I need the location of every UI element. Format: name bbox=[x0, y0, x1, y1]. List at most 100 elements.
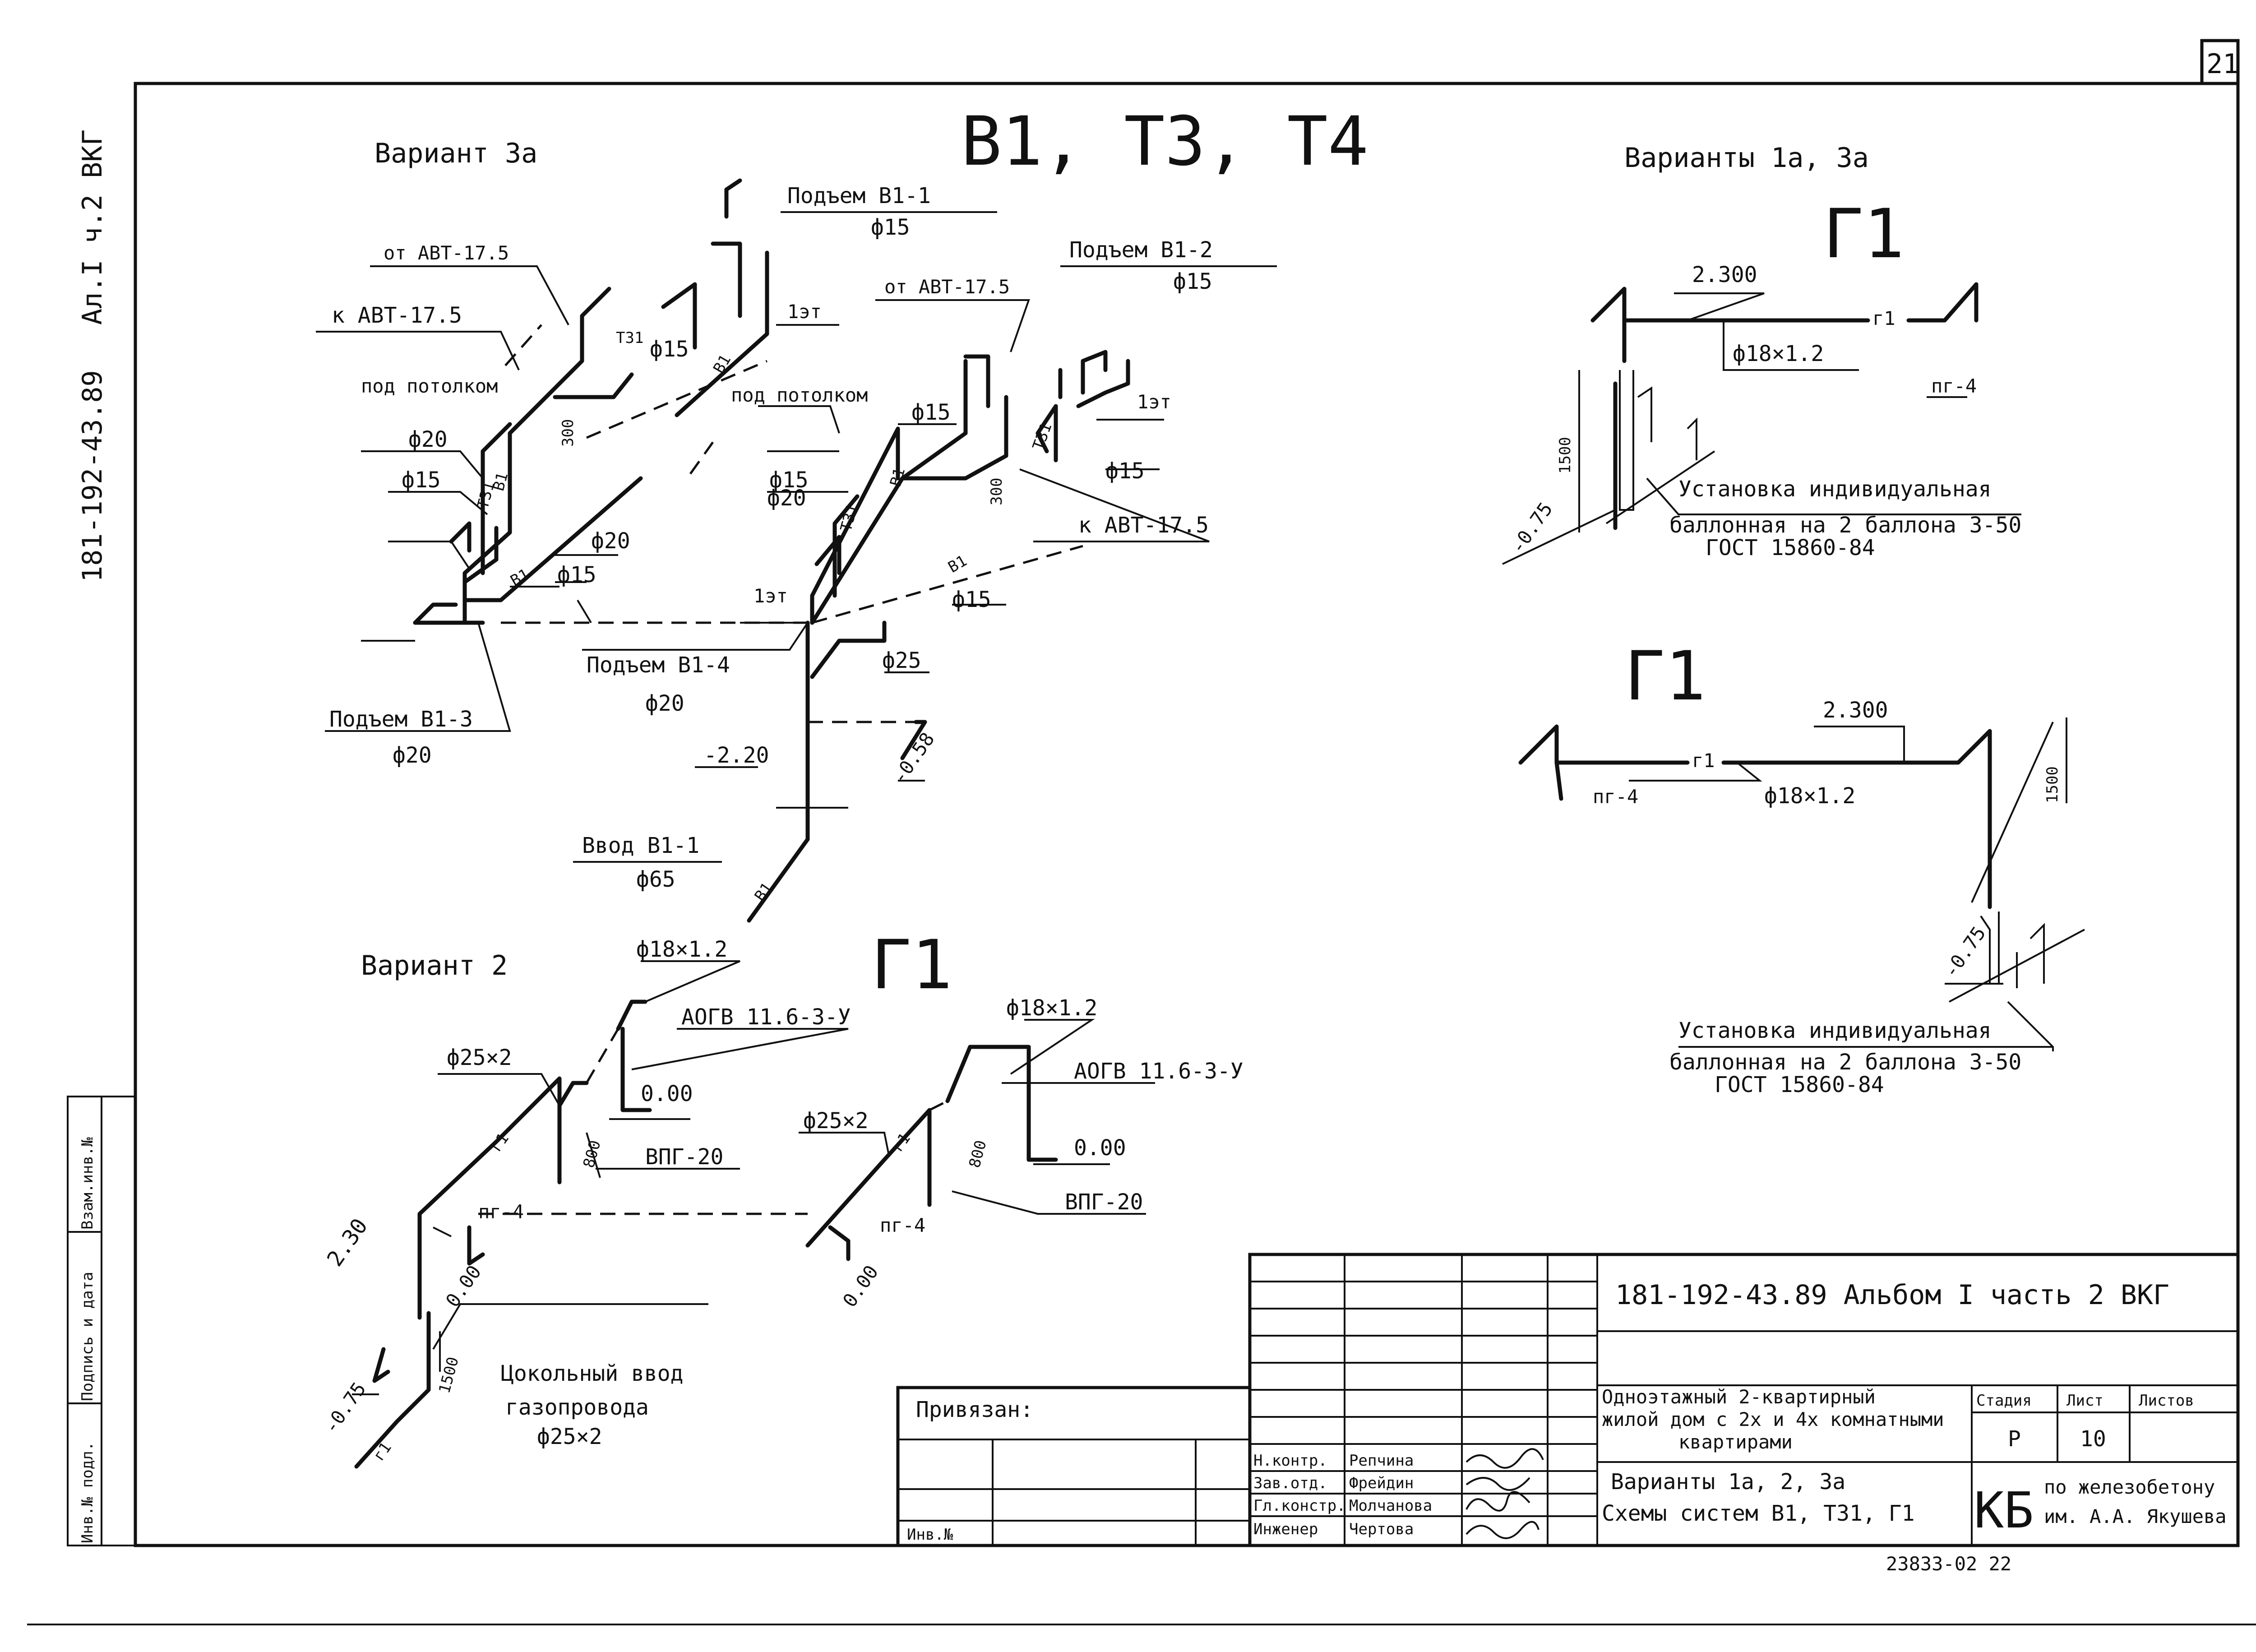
lbl-d15-e: ф15 bbox=[911, 400, 951, 425]
side-stamp-1: Подпись и дата bbox=[79, 1272, 97, 1401]
lbl-d20-b: ф20 bbox=[591, 528, 630, 554]
v2b-lbl-pg4: пг-4 bbox=[880, 1214, 925, 1236]
lbl-inlet-b1-1: Ввод В1-1 bbox=[582, 833, 699, 858]
top-lbl-075: -0.75 bbox=[1506, 498, 1557, 558]
bottom-lbl-1500: 1500 bbox=[2043, 766, 2062, 803]
lbl-rise-b1-1-d: ф15 bbox=[871, 215, 910, 240]
stamp-project-2: квартирами bbox=[1678, 1431, 1793, 1453]
lbl-d15-g: ф15 bbox=[952, 587, 991, 612]
bottom-lbl-pg4: пг-4 bbox=[1593, 786, 1638, 808]
variants-1a-3a-scheme: Варианты 1а, 3а Г1 2.300 г1 ф18×1.2 пг-4… bbox=[1502, 142, 2085, 1097]
v2-lbl-000: 0.00 bbox=[641, 1081, 693, 1106]
v2-lbl-g1: г1 bbox=[487, 1130, 513, 1155]
lbl-level-220: -2.20 bbox=[704, 743, 769, 768]
v2-lbl-800: 800 bbox=[580, 1138, 605, 1170]
side-stamp-2: Взам.инв.№ bbox=[79, 1137, 97, 1230]
sheet-number-box bbox=[2200, 39, 2240, 85]
lbl-d20-c: ф20 bbox=[767, 486, 806, 511]
lbl-300-b: 300 bbox=[988, 478, 1006, 505]
side-code: 181-192-43.89 bbox=[77, 370, 108, 582]
bottom-lbl-075: -0.75 bbox=[1939, 922, 1990, 982]
v2-lbl-plinth: Цокольный ввод bbox=[501, 1361, 684, 1386]
v2-lbl-230: 2.30 bbox=[322, 1214, 373, 1271]
lbl-d15-b: ф15 bbox=[650, 337, 689, 362]
stamp-sheet-title-0: Варианты 1а, 2, 3а bbox=[1611, 1469, 1845, 1495]
lbl-rise-b1-1: Подъем В1-1 bbox=[787, 183, 931, 208]
v2-lbl-075: -0.75 bbox=[319, 1378, 370, 1438]
title-block: Привязан: Инв.№ 181-192-43.89 Альбом I ч… bbox=[896, 1253, 2240, 1547]
lbl-b1-e: В1 bbox=[945, 552, 970, 577]
variant-2-title: Г1 bbox=[871, 926, 952, 1004]
lbl-from-avt-a: от АВТ-17.5 bbox=[384, 242, 509, 264]
lbl-b1-a: В1 bbox=[710, 352, 735, 376]
lbl-rise-b1-4: Подъем В1-4 bbox=[587, 652, 730, 678]
stamp-org-mark: КБ bbox=[1974, 1481, 2034, 1539]
lbl-from-avt-b: от АВТ-17.5 bbox=[884, 276, 1010, 298]
stamp-doc-code: 181-192-43.89 Альбом I часть 2 ВКГ bbox=[1615, 1279, 2169, 1311]
stamp-stage-hdr: Стадия bbox=[1976, 1392, 2032, 1410]
v2b-lbl-d25: ф25×2 bbox=[803, 1108, 869, 1134]
v2b-lbl-aogv: АОГВ 11.6-3-У bbox=[1074, 1059, 1244, 1084]
bottom-note-0: Установка индивидуальная bbox=[1678, 1018, 1992, 1043]
bottom-note-2: ГОСТ 15860-84 bbox=[1715, 1072, 1884, 1097]
lbl-1et-a: 1эт bbox=[787, 301, 822, 323]
lbl-d15-a: ф15 bbox=[402, 467, 441, 493]
lbl-rise-b1-2: Подъем В1-2 bbox=[1069, 237, 1213, 263]
lbl-d25: ф25 bbox=[882, 648, 921, 673]
bottom-lbl-2300: 2.300 bbox=[1823, 698, 1888, 723]
top-note-2: ГОСТ 15860-84 bbox=[1706, 535, 1875, 560]
bottom-note-1: баллонная на 2 баллона 3-50 bbox=[1669, 1050, 2021, 1075]
v2b-lbl-vpg20: ВПГ-20 bbox=[1065, 1189, 1143, 1215]
top-lbl-1500: 1500 bbox=[1556, 437, 1574, 474]
lbl-300-a: 300 bbox=[559, 419, 577, 447]
variant-3a-heading: Вариант 3а bbox=[374, 138, 537, 169]
side-stamp: Инв.№ подл. Подпись и дата Взам.инв.№ bbox=[67, 1096, 136, 1546]
variant-2-labels: ф18×1.2 ф25×2 АОГВ 11.6-3-У 0.00 ВПГ-20 … bbox=[319, 937, 1244, 1464]
bottom-lbl-d18: ф18×1.2 bbox=[1764, 783, 1855, 809]
lbl-to-avt-a: к АВТ-17.5 bbox=[332, 303, 462, 328]
top-note-0: Установка индивидуальная bbox=[1678, 477, 1992, 502]
v2-lbl-d25-b: ф25×2 bbox=[537, 1424, 602, 1449]
stamp-privyazan: Привязан: bbox=[916, 1397, 1033, 1422]
stamp-project-0: Одноэтажный 2-квартирный bbox=[1602, 1386, 1876, 1408]
lbl-rise-b1-4-d: ф20 bbox=[645, 691, 684, 716]
bottom-g1-title: Г1 bbox=[1624, 637, 1706, 716]
stamp-name-3: Чертова bbox=[1349, 1520, 1414, 1538]
v2-lbl-aogv: АОГВ 11.6-3-У bbox=[681, 1004, 851, 1030]
stamp-sheet: 10 bbox=[2080, 1426, 2106, 1452]
stamp-sheet-title-1: Схемы систем В1, Т31, Г1 bbox=[1602, 1501, 1915, 1526]
stamp-role-0: Н.контр. bbox=[1253, 1452, 1327, 1470]
lbl-rise-b1-3: Подъем В1-3 bbox=[329, 707, 473, 732]
stamp-role-1: Зав.отд. bbox=[1253, 1474, 1327, 1492]
stamp-name-1: Фрейдин bbox=[1349, 1474, 1414, 1492]
side-album: Ал.I ч.2 ВКГ bbox=[77, 130, 108, 325]
lbl-t31-c: Т31 bbox=[837, 502, 862, 534]
lbl-b1-f: В1 bbox=[751, 879, 777, 905]
lbl-d15-f: ф15 bbox=[1105, 458, 1145, 484]
lbl-t31-a: Т31 bbox=[616, 329, 643, 347]
lbl-inlet-b1-1-d: ф65 bbox=[636, 867, 675, 892]
top-lbl-g1: г1 bbox=[1872, 307, 1895, 329]
stamp-name-2: Молчанова bbox=[1349, 1497, 1432, 1515]
v2b-lbl-800: 800 bbox=[966, 1138, 990, 1170]
top-lbl-pg4: пг-4 bbox=[1931, 375, 1977, 397]
top-note-1: баллонная на 2 баллона 3-50 bbox=[1669, 513, 2021, 538]
stamp-project-1: жилой дом с 2х и 4х комнатными bbox=[1602, 1408, 1944, 1430]
lbl-t31-d: Т31 bbox=[1029, 421, 1056, 453]
stamp-sheet-hdr: Лист bbox=[2066, 1392, 2103, 1410]
v2-lbl-gas-pipe: газопровода bbox=[505, 1395, 649, 1420]
archive-number: 23833-02 22 bbox=[1886, 1553, 2011, 1575]
v2-lbl-d18: ф18×1.2 bbox=[636, 937, 727, 962]
variant-3a-scheme: Вариант 3а bbox=[316, 138, 1277, 923]
lbl-1et-b: 1эт bbox=[1137, 391, 1171, 413]
top-g1-title: Г1 bbox=[1823, 195, 1905, 273]
sheet-number: 21 bbox=[2206, 48, 2239, 80]
v2-lbl-d25: ф25×2 bbox=[447, 1045, 512, 1070]
v2-lbl-g1-b: г1 bbox=[370, 1439, 395, 1464]
v2b-lbl-000: 0.00 bbox=[1074, 1135, 1126, 1161]
v2b-lbl-d18: ф18×1.2 bbox=[1006, 995, 1097, 1021]
variant-2-scheme: Вариант 2 Г1 ф18×1.2 bbox=[319, 926, 1244, 1469]
variants-1a-3a-heading: Варианты 1а, 3а bbox=[1624, 142, 1869, 174]
lbl-1et-c: 1эт bbox=[754, 585, 788, 607]
